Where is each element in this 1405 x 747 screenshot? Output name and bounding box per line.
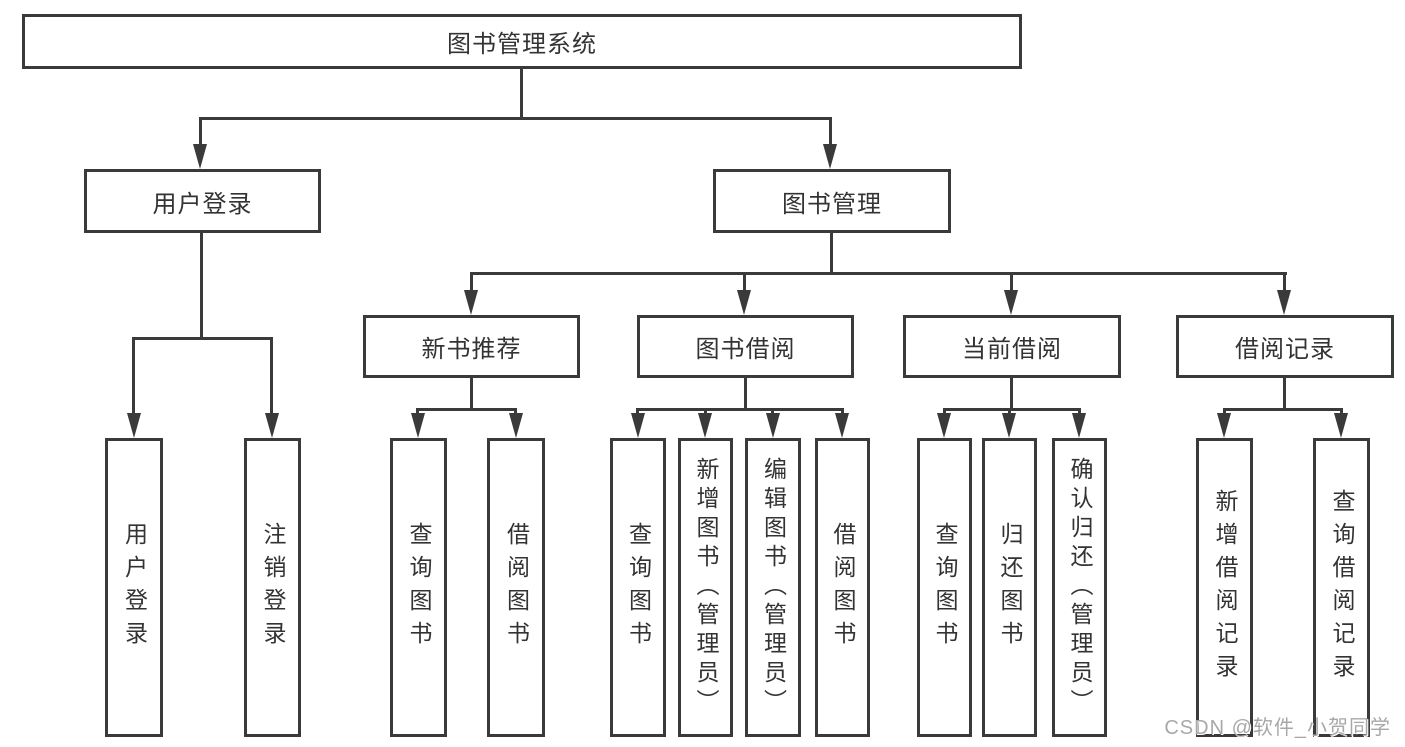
connector-line [270, 337, 273, 416]
connector-line [943, 408, 1081, 411]
connector-line [636, 408, 844, 411]
connector-line [841, 408, 844, 417]
arrowhead-icon [737, 290, 751, 315]
arrowhead-icon [766, 413, 780, 438]
connector-line [1008, 408, 1011, 417]
arrowhead-icon [1002, 413, 1016, 438]
node-current-borrowing: 当前借阅 [903, 315, 1121, 378]
csdn-watermark: CSDN @软件_小贺同学 [1164, 717, 1391, 739]
leaf-query-books-1: 查询图书 [390, 438, 447, 737]
node-label: 注销登录 [260, 521, 286, 654]
leaf-add-borrow-record: 新增借阅记录 [1196, 438, 1253, 737]
arrowhead-icon [265, 413, 279, 438]
node-label: 查询图书 [406, 521, 432, 654]
connector-line [1078, 408, 1081, 417]
connector-line [470, 378, 473, 411]
node-book-borrowing: 图书借阅 [637, 315, 854, 378]
node-label: 图书管理 [782, 190, 882, 218]
node-label: 新增图书（管理员） [693, 457, 719, 718]
arrowhead-icon [823, 144, 837, 169]
connector-line [520, 69, 523, 120]
node-borrowing-records: 借阅记录 [1176, 315, 1394, 378]
connector-line [771, 408, 774, 417]
leaf-query-books-3: 查询图书 [917, 438, 972, 737]
arrowhead-icon [698, 413, 712, 438]
node-label: 新书推荐 [421, 336, 522, 363]
leaf-query-borrow-record: 查询借阅记录 [1313, 438, 1370, 737]
arrowhead-icon [127, 413, 141, 438]
leaf-borrow-books-1: 借阅图书 [487, 438, 545, 737]
node-book-management: 图书管理 [713, 169, 951, 233]
node-label: 查询图书 [625, 521, 652, 654]
leaf-borrow-books-2: 借阅图书 [815, 438, 870, 737]
connector-line [416, 408, 517, 411]
leaf-logout: 注销登录 [244, 438, 301, 737]
arrowhead-icon [835, 413, 849, 438]
connector-line [199, 117, 832, 120]
connector-line [704, 408, 707, 417]
node-label: 借阅记录 [1235, 336, 1335, 363]
arrowhead-icon [937, 413, 951, 438]
node-label: 借阅图书 [503, 521, 530, 654]
node-label: 归还图书 [997, 521, 1023, 654]
connector-line [470, 272, 473, 292]
connector-line [1340, 408, 1343, 417]
leaf-confirm-return-admin: 确认归还（管理员） [1052, 438, 1107, 737]
arrowhead-icon [1217, 413, 1231, 438]
connector-line [1283, 272, 1286, 292]
connector-line [744, 378, 747, 411]
arrowhead-icon [1004, 290, 1018, 315]
arrowhead-icon [1072, 413, 1086, 438]
connector-line [200, 233, 203, 340]
node-label: 图书管理系统 [447, 31, 597, 58]
connector-line [514, 408, 517, 417]
node-label: 查询借阅记录 [1329, 488, 1355, 687]
connector-line [132, 337, 135, 416]
connector-line [416, 408, 419, 417]
arrowhead-icon [631, 413, 645, 438]
arrowhead-icon [464, 290, 478, 315]
connector-line [1010, 272, 1013, 292]
leaf-add-books-admin: 新增图书（管理员） [678, 438, 733, 737]
connector-line [943, 408, 946, 417]
node-label: 图书借阅 [695, 336, 796, 363]
node-label: 用户登录 [121, 521, 148, 654]
arrowhead-icon [1277, 290, 1291, 315]
arrowhead-icon [411, 413, 425, 438]
connector-line [199, 117, 202, 147]
arrowhead-icon [193, 144, 207, 169]
node-label: 查询图书 [932, 521, 958, 654]
node-label: 确认归还（管理员） [1067, 457, 1093, 718]
node-label: 当前借阅 [962, 336, 1062, 363]
node-new-book-recommend: 新书推荐 [363, 315, 580, 378]
leaf-return-books: 归还图书 [982, 438, 1037, 737]
leaf-user-login: 用户登录 [105, 438, 163, 737]
node-label: 借阅图书 [830, 521, 856, 654]
node-user-login: 用户登录 [84, 169, 321, 233]
connector-line [470, 272, 1287, 275]
connector-line [1010, 378, 1013, 411]
leaf-query-books-2: 查询图书 [610, 438, 666, 737]
arrowhead-icon [509, 413, 523, 438]
node-label: 用户登录 [152, 190, 253, 218]
node-label: 编辑图书（管理员） [760, 457, 787, 718]
connector-line [1223, 408, 1226, 417]
leaf-edit-books-admin: 编辑图书（管理员） [745, 438, 801, 737]
arrowhead-icon [1334, 413, 1348, 438]
connector-line [132, 337, 273, 340]
node-library-system: 图书管理系统 [22, 14, 1022, 69]
connector-line [1223, 408, 1343, 411]
connector-line [829, 117, 832, 147]
connector-line [636, 408, 639, 417]
node-label: 新增借阅记录 [1212, 488, 1238, 687]
connector-line [830, 233, 833, 275]
connector-line [1283, 378, 1286, 411]
connector-line [743, 272, 746, 292]
